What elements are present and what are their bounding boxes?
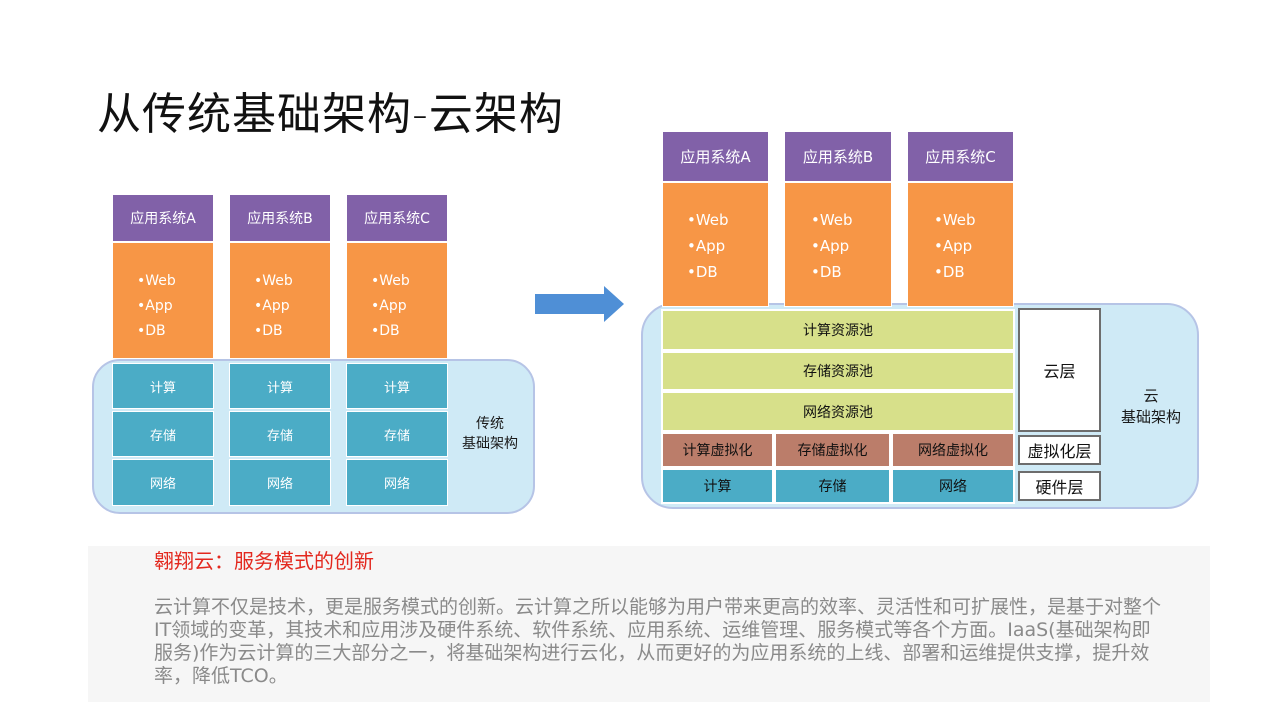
cloud-layer-box: 云层 (1018, 308, 1101, 432)
stack-item-web: •Web (811, 211, 853, 229)
cloud-infrastructure-label: 云 基础架构 (1108, 386, 1194, 428)
traditional-b-storage: 存储 (229, 411, 331, 457)
network-virtualization: 网络虚拟化 (891, 432, 1015, 468)
description-panel (88, 546, 1210, 702)
traditional-a-compute: 计算 (112, 363, 214, 409)
stack-item-db: •DB (254, 323, 283, 339)
traditional-app-a-stack: •Web •App •DB (112, 242, 214, 359)
traditional-a-network: 网络 (112, 459, 214, 506)
cloud-app-c-header: 应用系统C (907, 131, 1014, 182)
cloud-hardware-network: 网络 (891, 468, 1015, 504)
label-line-2: 基础架构 (1120, 408, 1181, 426)
compute-resource-pool: 计算资源池 (661, 309, 1015, 351)
stack-item-web: •Web (137, 273, 176, 289)
stack-item-app: •App (811, 237, 850, 255)
compute-virtualization: 计算虚拟化 (661, 432, 774, 468)
cloud-app-a-stack: •Web •App •DB (662, 182, 769, 307)
stack-item-app: •App (254, 298, 290, 314)
cloud-app-a-header: 应用系统A (662, 131, 769, 182)
traditional-c-storage: 存储 (346, 411, 448, 457)
stack-item-app: •App (687, 237, 726, 255)
stack-item-db: •DB (811, 263, 842, 281)
cloud-hardware-storage: 存储 (774, 468, 891, 504)
virtualization-layer-box: 虚拟化层 (1018, 435, 1101, 465)
traditional-app-c-stack: •Web •App •DB (346, 242, 448, 359)
storage-virtualization: 存储虚拟化 (774, 432, 891, 468)
page-title: 从传统基础架构-云架构 (97, 89, 564, 140)
arrow-head-icon (604, 286, 624, 322)
stack-item-db: •DB (687, 263, 718, 281)
stack-item-db: •DB (137, 323, 166, 339)
traditional-app-a-header: 应用系统A (112, 194, 214, 242)
label-line-1: 传统 (476, 416, 504, 432)
stack-item-web: •Web (254, 273, 293, 289)
traditional-app-b-stack: •Web •App •DB (229, 242, 331, 359)
traditional-a-storage: 存储 (112, 411, 214, 457)
cloud-app-c-stack: •Web •App •DB (907, 182, 1014, 307)
stack-item-web: •Web (371, 273, 410, 289)
stack-item-app: •App (934, 237, 973, 255)
stack-item-app: •App (371, 298, 407, 314)
traditional-app-c-header: 应用系统C (346, 194, 448, 242)
stack-item-db: •DB (934, 263, 965, 281)
traditional-app-b-header: 应用系统B (229, 194, 331, 242)
label-line-1: 云 (1143, 387, 1159, 405)
cloud-app-b-header: 应用系统B (784, 131, 892, 182)
traditional-b-network: 网络 (229, 459, 331, 506)
hardware-layer-box: 硬件层 (1018, 471, 1101, 501)
transition-arrow-icon (535, 294, 607, 314)
traditional-c-network: 网络 (346, 459, 448, 506)
section-subtitle: 翱翔云：服务模式的创新 (154, 549, 374, 573)
storage-resource-pool: 存储资源池 (661, 351, 1015, 391)
stack-item-web: •Web (687, 211, 729, 229)
cloud-app-b-stack: •Web •App •DB (784, 182, 892, 307)
stack-item-web: •Web (934, 211, 976, 229)
label-line-2: 基础架构 (462, 436, 518, 452)
stack-item-db: •DB (371, 323, 400, 339)
traditional-infrastructure-label: 传统 基础架构 (450, 414, 530, 454)
cloud-hardware-compute: 计算 (661, 468, 774, 504)
network-resource-pool: 网络资源池 (661, 391, 1015, 432)
traditional-b-compute: 计算 (229, 363, 331, 409)
traditional-c-compute: 计算 (346, 363, 448, 409)
description-paragraph: 云计算不仅是技术，更是服务模式的创新。云计算之所以能够为用户带来更高的效率、灵活… (154, 596, 1162, 687)
stack-item-app: •App (137, 298, 173, 314)
